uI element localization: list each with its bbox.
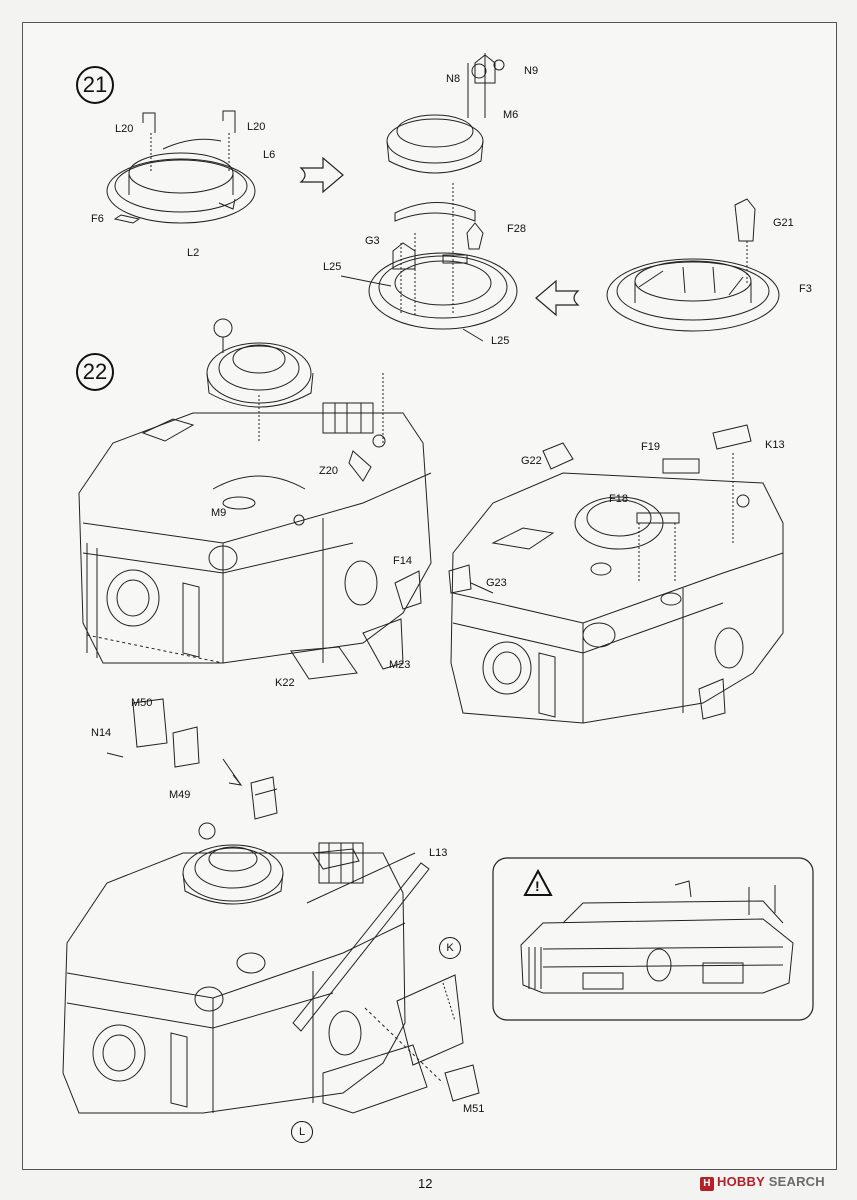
step-22-number: 22 (76, 353, 114, 391)
watermark-icon: H (700, 1177, 714, 1191)
part-label: L25 (323, 261, 342, 273)
hull-view-main (78, 318, 432, 680)
part-label: K22 (275, 677, 295, 689)
part-label: M49 (169, 789, 191, 801)
part-label: F19 (641, 441, 660, 453)
part-label: L20 (115, 123, 134, 135)
part-label: M51 (463, 1103, 485, 1115)
part-label: M6 (503, 109, 519, 121)
cupola-assembly (340, 53, 518, 342)
part-label: L6 (263, 149, 276, 161)
hull-view-right (448, 424, 784, 724)
part-label: M50 (131, 697, 153, 709)
part-label: F6 (91, 213, 104, 225)
part-label: Z20 (319, 465, 338, 477)
line-art (62, 53, 814, 1114)
part-label: N14 (91, 727, 112, 739)
page-number: 12 (418, 1176, 433, 1191)
ring-assembly-f3 (606, 198, 780, 332)
warning-triangle-icon: ! (523, 869, 553, 897)
watermark-rest: SEARCH (768, 1174, 825, 1189)
part-label: N8 (446, 73, 461, 85)
part-label: F14 (393, 555, 412, 567)
part-label: L2 (187, 247, 200, 259)
part-label: G3 (365, 235, 380, 247)
part-label: M23 (389, 659, 411, 671)
watermark-brand: HOBBY (717, 1174, 765, 1189)
caution-box (492, 857, 814, 1021)
part-label: F28 (507, 223, 526, 235)
part-label: G23 (486, 577, 507, 589)
part-label: G21 (773, 217, 794, 229)
part-label: F18 (609, 493, 628, 505)
part-label: F3 (799, 283, 812, 295)
step-21-number: 21 (76, 66, 114, 104)
marker-l: L (291, 1121, 313, 1143)
part-label: L13 (429, 847, 448, 859)
warning-symbol: ! (535, 878, 540, 894)
part-label: L25 (491, 335, 510, 347)
part-label: N9 (524, 65, 539, 77)
part-label: M9 (211, 507, 227, 519)
marker-k: K (439, 937, 461, 959)
part-label: K13 (765, 439, 785, 451)
hull-view-lower (62, 698, 480, 1114)
part-label: G22 (521, 455, 542, 467)
part-label: L20 (247, 121, 266, 133)
instruction-page: 21 22 N9 N8 M6 L20 L20 L6 F6 L2 F28 G3 L… (22, 22, 837, 1170)
ring-assembly-l2 (106, 110, 256, 224)
